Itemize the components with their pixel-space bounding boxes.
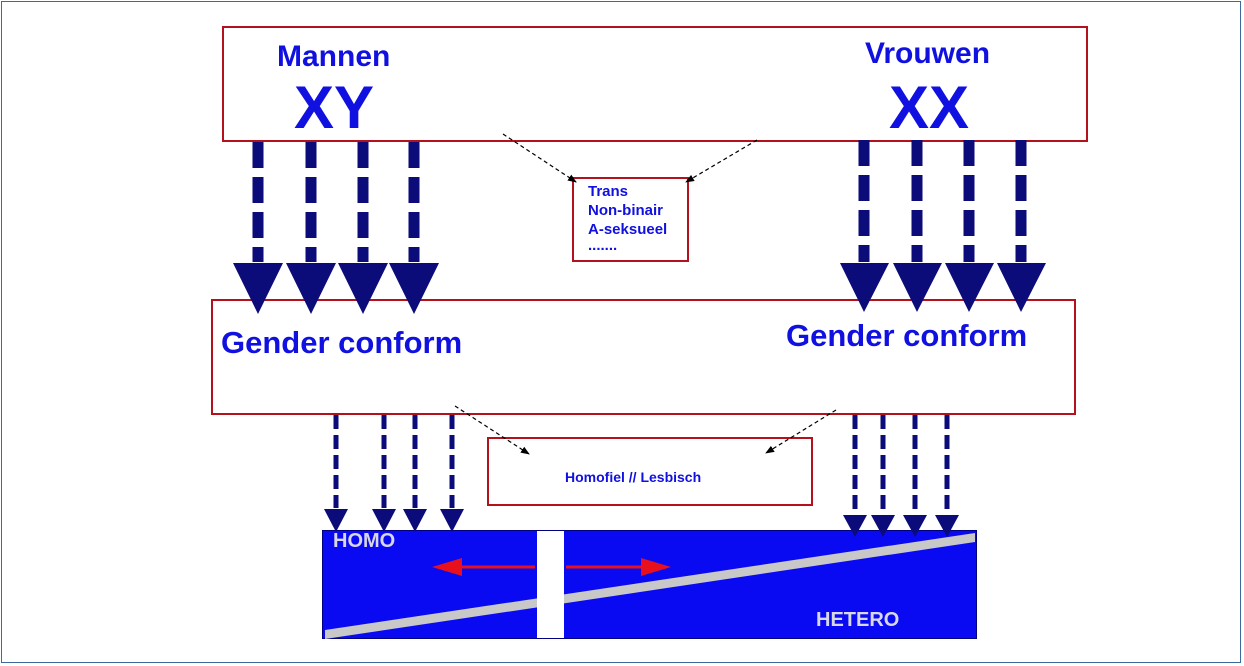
xx-label: XX <box>889 74 970 141</box>
identity-line-ellipsis: ....... <box>588 237 618 254</box>
vrouwen-label: Vrouwen <box>865 37 991 70</box>
big-arrow <box>893 140 942 312</box>
small-arrow <box>372 415 396 532</box>
big-arrow <box>945 140 994 312</box>
gender-conform-right-label: Gender conform <box>786 318 1028 353</box>
pointer-line <box>502 133 577 183</box>
small-arrow <box>440 415 464 532</box>
identity-line-non-binair: Non-binair <box>588 202 663 219</box>
identity-line-a-seksueel: A-seksueel <box>588 221 668 238</box>
identity-pointers <box>502 133 758 183</box>
homo-label: HOMO <box>333 530 396 552</box>
chromosome-box <box>222 26 1088 142</box>
vrouwen-arrows <box>840 140 1046 312</box>
mannen-arrows <box>233 142 439 314</box>
small-arrow <box>843 415 867 537</box>
identity-box <box>572 177 689 262</box>
small-arrow <box>403 415 427 532</box>
big-arrow <box>997 140 1046 312</box>
pointer-line <box>685 139 758 183</box>
lower-left-arrows <box>324 415 464 532</box>
lower-right-arrows <box>843 415 959 537</box>
orientation-label: Homofiel // Lesbisch <box>565 469 702 485</box>
scale-diagonal <box>325 533 975 639</box>
mannen-label: Mannen <box>277 40 391 73</box>
small-arrow <box>324 415 348 532</box>
small-arrow <box>871 415 895 537</box>
scale-graphics <box>325 531 975 639</box>
small-arrow <box>935 415 959 537</box>
big-arrow <box>840 140 889 312</box>
gender-conform-left-label: Gender conform <box>221 325 463 360</box>
orientation-pointers <box>454 405 837 455</box>
orientation-box <box>487 437 813 506</box>
identity-line-trans: Trans <box>588 183 629 200</box>
big-arrow <box>233 142 283 314</box>
big-arrow <box>286 142 336 314</box>
big-arrow <box>389 142 439 314</box>
big-arrow <box>338 142 388 314</box>
double-arrow <box>432 558 671 576</box>
pointer-line <box>765 409 837 454</box>
pointer-line <box>454 405 530 455</box>
hetero-label: HETERO <box>816 609 900 631</box>
scale-divider <box>537 531 564 638</box>
gender-conform-box <box>211 299 1076 415</box>
small-arrow <box>903 415 927 537</box>
xy-label: XY <box>294 74 375 141</box>
